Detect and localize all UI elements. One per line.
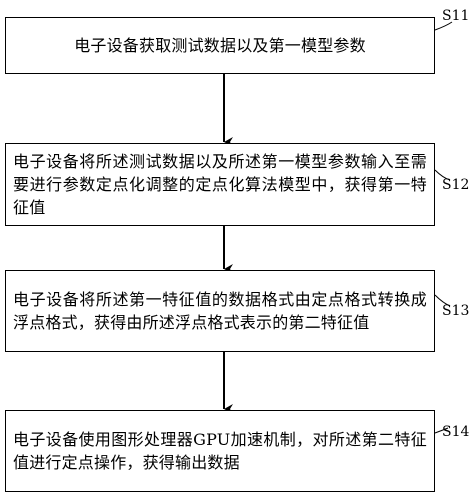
step-text-s14: 电子设备使用图形处理器GPU加速机制，对所述第二特征值进行定点操作，获得输出数据	[13, 430, 427, 472]
step-box-s14: 电子设备使用图形处理器GPU加速机制，对所述第二特征值进行定点操作，获得输出数据	[5, 410, 435, 492]
step-box-s13: 电子设备将所述第一特征值的数据格式由定点格式转换成浮点格式，获得由所述浮点格式表…	[5, 270, 435, 352]
step-box-s12: 电子设备将所述测试数据以及所述第一模型参数输入至需要进行参数定点化调整的定点化算…	[5, 143, 435, 226]
step-label-s14: S14	[442, 424, 470, 440]
step-text-s13: 电子设备将所述第一特征值的数据格式由定点格式转换成浮点格式，获得由所述浮点格式表…	[13, 290, 427, 332]
step-label-s13: S13	[442, 303, 470, 319]
step-text-s11: 电子设备获取测试数据以及第一模型参数	[74, 36, 366, 55]
step-text-s12: 电子设备将所述测试数据以及所述第一模型参数输入至需要进行参数定点化调整的定点化算…	[13, 152, 427, 217]
step-box-s11: 电子设备获取测试数据以及第一模型参数	[5, 17, 435, 74]
step-label-s12: S12	[442, 177, 470, 193]
step-label-s11: S11	[442, 8, 470, 24]
